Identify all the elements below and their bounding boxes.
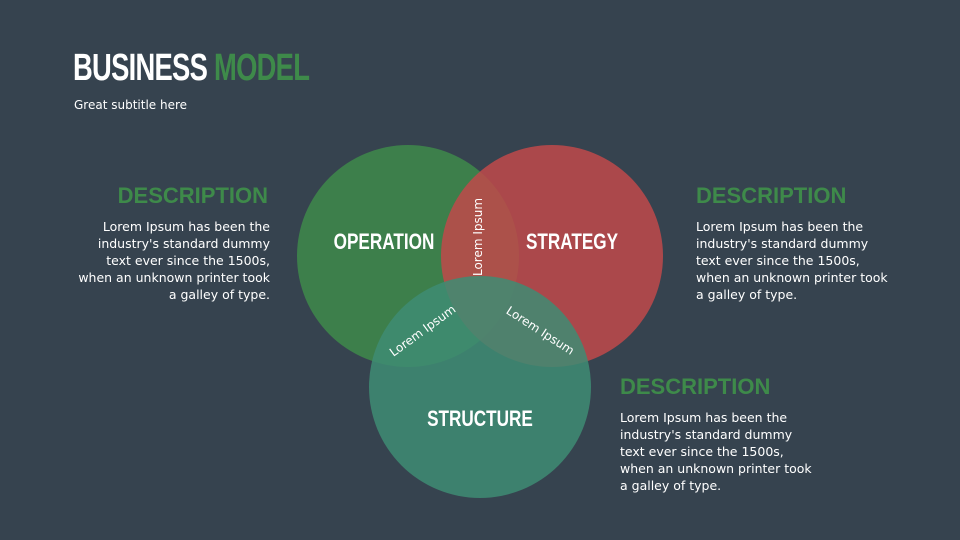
circle-label-operation: OPERATION — [334, 230, 435, 255]
circle-label-strategy: STRATEGY — [526, 230, 618, 255]
title-main: BUSINESS — [73, 47, 208, 89]
slide-title: BUSINESS MODEL — [73, 44, 310, 92]
description-title-left: DESCRIPTION — [117, 183, 268, 208]
description-text-left: Lorem Ipsum has been the industry's stan… — [78, 219, 270, 302]
description-title-bottom: DESCRIPTION — [620, 374, 771, 399]
slide-subtitle: Great subtitle here — [74, 98, 188, 112]
description-title-right: DESCRIPTION — [696, 183, 847, 208]
overlap-label-operation-strategy: Lorem Ipsum — [471, 198, 485, 276]
circle-label-structure: STRUCTURE — [427, 407, 533, 432]
title-accent: MODEL — [214, 47, 310, 89]
description-text-right: Lorem Ipsum has been the industry's stan… — [696, 219, 888, 302]
circle-structure — [369, 276, 591, 498]
description-text-bottom: Lorem Ipsum has been the industry's stan… — [620, 410, 812, 493]
